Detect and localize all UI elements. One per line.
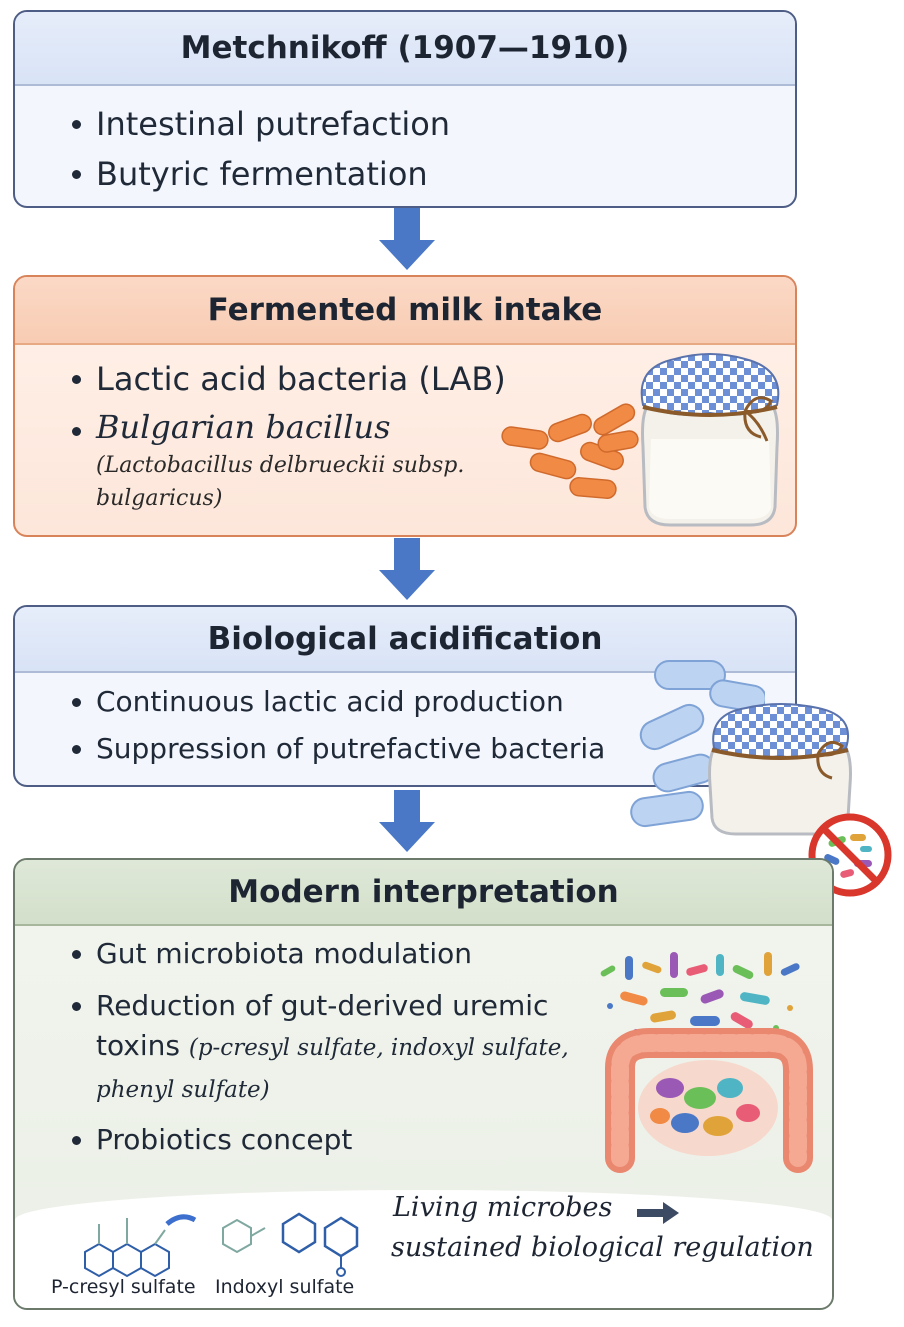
footer-band: P-cresyl sulfate Indoxyl sulfate Living … xyxy=(15,1190,832,1308)
stage-box-fermented-milk: Fermented milk intake Lactic acid bacter… xyxy=(13,275,797,537)
stage-bullets: Gut microbiota modulation Reduction of g… xyxy=(70,934,630,1160)
gut-microbiota-icon xyxy=(600,952,813,1173)
bullet-item: Continuous lactic acid production xyxy=(70,681,605,728)
bullet-item: Gut microbiota modulation xyxy=(70,934,630,986)
bullet-item: Lactic acid bacteria (LAB) xyxy=(70,357,540,409)
stage-bullets: Intestinal putrefaction Butyric fermenta… xyxy=(70,102,450,202)
bullet-text: Bulgarian bacillus xyxy=(96,408,391,446)
down-arrow-icon xyxy=(379,538,435,600)
lab-bacteria-icon xyxy=(630,660,765,828)
toxins-note: (p-cresyl sulfate, indoxyl sulfate, phen… xyxy=(96,1035,569,1103)
motto-line-1: Living microbes xyxy=(393,1192,612,1223)
chem-label-p-cresyl: P-cresyl sulfate xyxy=(51,1276,196,1298)
bullet-item: Suppression of putrefactive bacteria xyxy=(70,728,605,775)
lab-bacteria-icon xyxy=(501,403,639,499)
motto-text: Living microbes xyxy=(393,1192,613,1223)
chem-label-indoxyl: Indoxyl sulfate xyxy=(215,1276,355,1298)
stage-title: Biological acidification xyxy=(15,607,795,673)
stage-title: Modern interpretation xyxy=(15,860,832,926)
bullet-item: Probiotics concept xyxy=(70,1120,630,1160)
bullet-item: Intestinal putrefaction xyxy=(70,102,450,152)
bullet-item: Bulgarian bacillus (Lactobacillus delbrue… xyxy=(70,409,540,515)
stage-bullets: Continuous lactic acid production Suppre… xyxy=(70,681,605,775)
down-arrow-icon xyxy=(379,790,435,852)
stage-box-metchnikoff: Metchnikoff (1907—1910) Intestinal putre… xyxy=(13,10,797,208)
yogurt-jar-icon xyxy=(708,703,852,836)
right-arrow-icon xyxy=(637,1202,679,1224)
species-note: (Lactobacillus delbrueckii subsp. bulgar… xyxy=(96,453,465,511)
stage-bullets: Lactic acid bacteria (LAB) Bulgarian bac… xyxy=(70,357,540,515)
stage-title: Metchnikoff (1907—1910) xyxy=(15,12,795,86)
stage-box-modern: Modern interpretation Gut microbiota mod… xyxy=(13,858,834,1310)
chemical-structure-icon xyxy=(84,1212,359,1278)
bullet-text: Reduction of gut-derived uremic toxins xyxy=(96,989,549,1062)
bullet-item: Butyric fermentation xyxy=(70,152,450,202)
motto-line-2: sustained biological regulation xyxy=(391,1232,814,1263)
yogurt-jar-icon xyxy=(640,353,780,527)
stage-title: Fermented milk intake xyxy=(15,277,795,345)
down-arrow-icon xyxy=(379,208,435,270)
stage-box-acidification: Biological acidification Continuous lact… xyxy=(13,605,797,787)
bullet-item: Reduction of gut-derived uremic toxins (… xyxy=(70,986,630,1120)
